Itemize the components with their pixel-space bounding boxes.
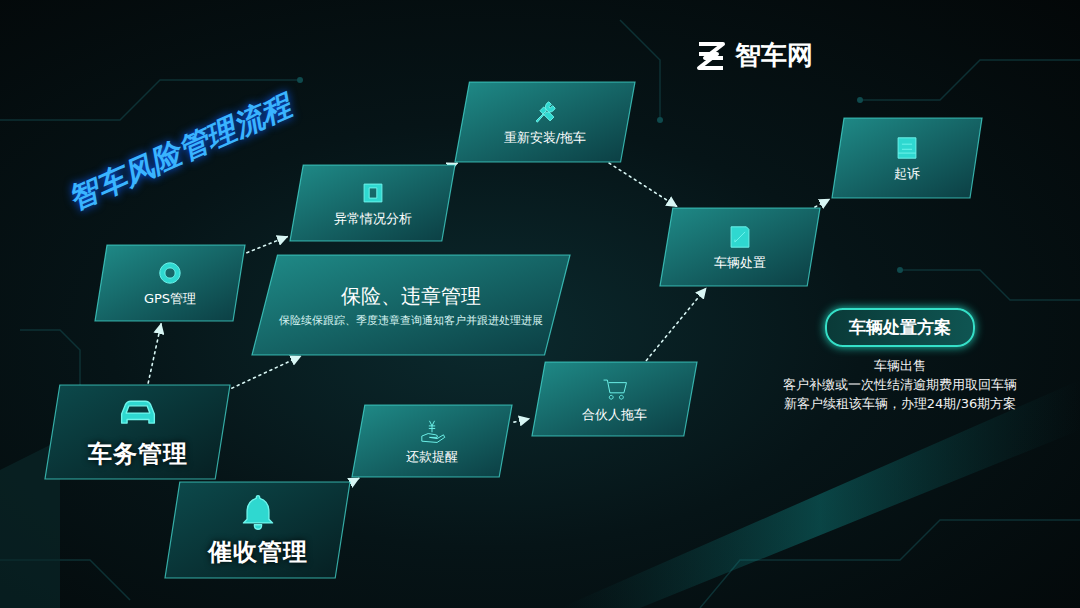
node-body: 新客户续租该车辆，办理24期/36期方案 xyxy=(784,395,1016,414)
square-icon xyxy=(359,179,387,207)
node-body: 保险续保跟踪、季度违章查询通知客户并跟进处理进展 xyxy=(279,313,543,327)
dotted-arrow xyxy=(815,199,829,207)
node-label: 还款提醒 xyxy=(406,449,458,466)
node-label: 车辆处置 xyxy=(714,255,766,272)
module-block: 催收管理 xyxy=(165,482,350,578)
process-tile: 合伙人拖车 xyxy=(532,362,697,436)
tile-shape xyxy=(455,82,635,162)
node-body: 客户补缴或一次性结清逾期费用取回车辆 xyxy=(783,376,1017,395)
tile-shape xyxy=(290,165,455,241)
node-label: 重新安装/拖车 xyxy=(504,130,586,147)
node-label: 车辆处置方案 xyxy=(825,308,975,347)
tile-shape xyxy=(352,405,512,477)
node-label: 起诉 xyxy=(894,166,920,183)
logo-symbol xyxy=(699,44,723,68)
node-body: 车辆出售 xyxy=(874,357,926,376)
bell-icon xyxy=(238,492,278,532)
node-label: 催收管理 xyxy=(208,536,308,568)
process-tile: 起诉 xyxy=(832,118,982,198)
node-label: 车务管理 xyxy=(88,438,188,470)
diagram-title: 智车风险管理流程 xyxy=(62,85,298,220)
dotted-arrow xyxy=(247,237,287,253)
process-tile: 重新安装/拖车 xyxy=(455,82,635,162)
plan-panel: 车辆处置方案车辆出售客户补缴或一次性结清逾期费用取回车辆新客户续租该车辆，办理2… xyxy=(735,308,1065,458)
dotted-arrow xyxy=(232,356,301,388)
node-label: 合伙人拖车 xyxy=(582,407,647,424)
process-tile: GPS管理 xyxy=(95,245,245,321)
box-icon xyxy=(893,134,921,162)
car-icon xyxy=(118,394,158,434)
process-tile: 异常情况分析 xyxy=(290,165,455,241)
node-label: 异常情况分析 xyxy=(334,211,412,228)
process-tile: 保险、违章管理保险续保跟踪、季度违章查询通知客户并跟进处理进展 xyxy=(252,255,570,355)
module-block: 车务管理 xyxy=(45,385,230,479)
dotted-arrow xyxy=(514,419,529,422)
tile-shape xyxy=(532,362,697,436)
process-tile: 车辆处置 xyxy=(660,208,820,286)
logo-text: 智车网 xyxy=(735,38,813,73)
wrench-icon xyxy=(531,98,559,126)
dotted-arrow xyxy=(352,478,359,482)
yen-icon xyxy=(418,417,446,445)
edit-icon xyxy=(726,223,754,251)
dotted-arrow xyxy=(609,163,677,206)
process-tile: 还款提醒 xyxy=(352,405,512,477)
node-label: GPS管理 xyxy=(144,291,196,308)
cart-icon xyxy=(601,375,629,403)
gear-icon xyxy=(156,259,184,287)
node-label: 保险、违章管理 xyxy=(341,283,481,309)
dotted-arrow xyxy=(646,288,706,360)
dotted-arrow xyxy=(148,324,161,383)
